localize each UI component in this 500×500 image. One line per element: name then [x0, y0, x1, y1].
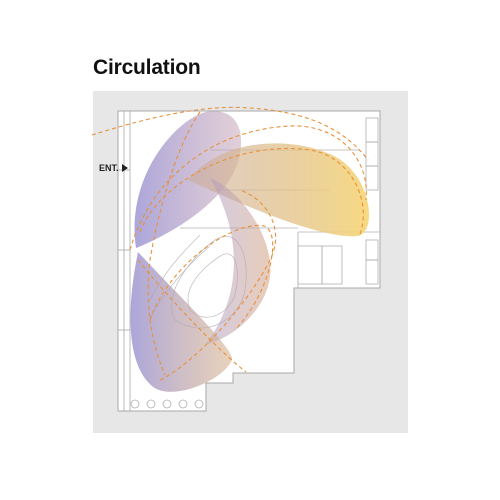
circulation-lobe-gold: [188, 143, 370, 237]
west-wall: [118, 111, 131, 411]
entrance-arrow-icon: [121, 164, 128, 172]
seating-row: [130, 399, 204, 409]
page-title: Circulation: [93, 56, 201, 79]
circulation-lobe-lower-purple: [130, 252, 233, 392]
entrance-marker: ENT.: [99, 163, 128, 173]
circulation-paths: [91, 106, 369, 381]
circulation-lobe-upper-purple: [134, 111, 242, 249]
entrance-label: ENT.: [99, 163, 119, 173]
